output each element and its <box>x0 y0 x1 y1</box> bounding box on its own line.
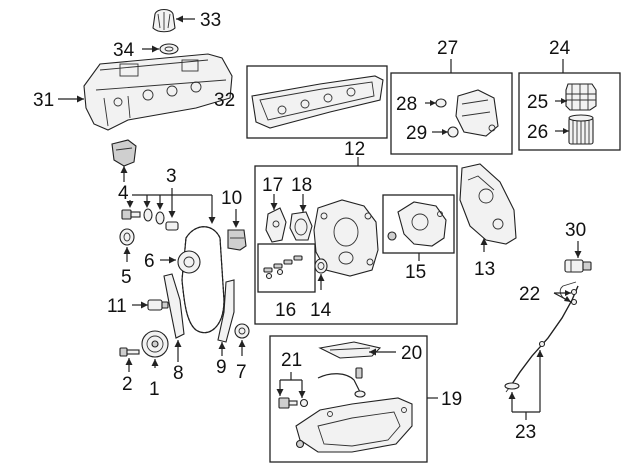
seal-7-part <box>234 323 250 339</box>
oil-filter-element-part <box>568 114 594 145</box>
tensioner-11-part <box>147 299 169 311</box>
washer-b-part <box>155 211 165 225</box>
callout-10: 10 <box>221 188 242 209</box>
crankshaft-pulley-1-part <box>141 330 169 358</box>
chain-guide-8-part <box>163 273 185 339</box>
callout-5: 5 <box>121 267 132 288</box>
oil-pump-15-part <box>387 201 447 247</box>
valve-cover-part <box>83 53 233 131</box>
dipstick-tube-part <box>504 281 579 393</box>
camshaft-sprocket-6-part <box>177 250 201 274</box>
oil-pan-part <box>295 397 413 453</box>
oil-filter-cap-part <box>565 83 597 111</box>
tensioner-10-part <box>227 229 247 251</box>
callout-13: 13 <box>474 259 495 280</box>
timing-chain-part <box>181 226 225 334</box>
guide-bolt-3-part <box>165 221 179 231</box>
callout-1: 1 <box>149 379 160 400</box>
pulley-bolt-2-part <box>119 347 140 357</box>
valve-cover-gasket-part <box>251 75 384 129</box>
washer-a-part <box>143 208 153 222</box>
oil-filter-adapter-part <box>455 89 499 137</box>
callout-21: 21 <box>281 350 302 371</box>
callout-33: 33 <box>200 10 221 31</box>
callout-4: 4 <box>118 183 129 204</box>
callout-28: 28 <box>396 94 417 115</box>
callout-7: 7 <box>236 362 247 383</box>
timing-cover-box <box>254 165 458 325</box>
callout-19: 19 <box>441 389 462 410</box>
callout-20: 20 <box>401 343 422 364</box>
callout-25: 25 <box>527 92 548 113</box>
o-ring-29-part <box>447 126 459 138</box>
gasket-17-part <box>265 207 287 243</box>
callout-34: 34 <box>113 40 135 61</box>
seal-18-part <box>289 211 313 241</box>
bracket-part <box>111 139 137 167</box>
callout-18: 18 <box>291 175 312 196</box>
callout-14: 14 <box>310 300 332 321</box>
oil-fill-cap-part <box>152 8 176 33</box>
callout-12: 12 <box>344 139 365 160</box>
oil-pickup-tube-part <box>317 367 366 398</box>
callout-26: 26 <box>527 122 548 143</box>
timing-cover-part <box>313 199 379 277</box>
callout-29: 29 <box>406 123 427 144</box>
oil-filter-box <box>518 72 621 151</box>
sensor-30-part <box>564 259 592 273</box>
seal-14-part <box>314 258 328 274</box>
callout-32: 32 <box>214 90 235 111</box>
callout-2: 2 <box>122 374 133 395</box>
seal-5-part <box>119 228 135 246</box>
callout-11: 11 <box>107 296 127 317</box>
drain-plug-21-part <box>278 397 309 409</box>
callout-30: 30 <box>565 220 586 241</box>
oil-baffle-20-part <box>318 341 382 359</box>
callout-31: 31 <box>33 90 54 111</box>
oil-pan-box <box>269 335 428 463</box>
seal-kit-16-part <box>263 255 303 280</box>
valve-cover-gasket-box <box>246 65 388 139</box>
bolt-4-part <box>121 209 141 220</box>
cap-seal-part <box>159 43 179 55</box>
callout-3: 3 <box>166 166 177 187</box>
chain-guide-9-part <box>217 279 235 343</box>
callout-24: 24 <box>549 38 571 59</box>
callout-6: 6 <box>144 251 155 272</box>
callout-8: 8 <box>173 363 184 384</box>
callout-27: 27 <box>437 38 458 59</box>
callout-23: 23 <box>515 422 536 443</box>
callout-22: 22 <box>519 284 540 305</box>
callout-17: 17 <box>262 175 283 196</box>
o-ring-28-part <box>435 98 447 108</box>
callout-16: 16 <box>275 300 296 321</box>
callout-9: 9 <box>216 357 227 378</box>
callout-15: 15 <box>405 262 426 283</box>
rear-timing-cover-part <box>459 163 517 245</box>
